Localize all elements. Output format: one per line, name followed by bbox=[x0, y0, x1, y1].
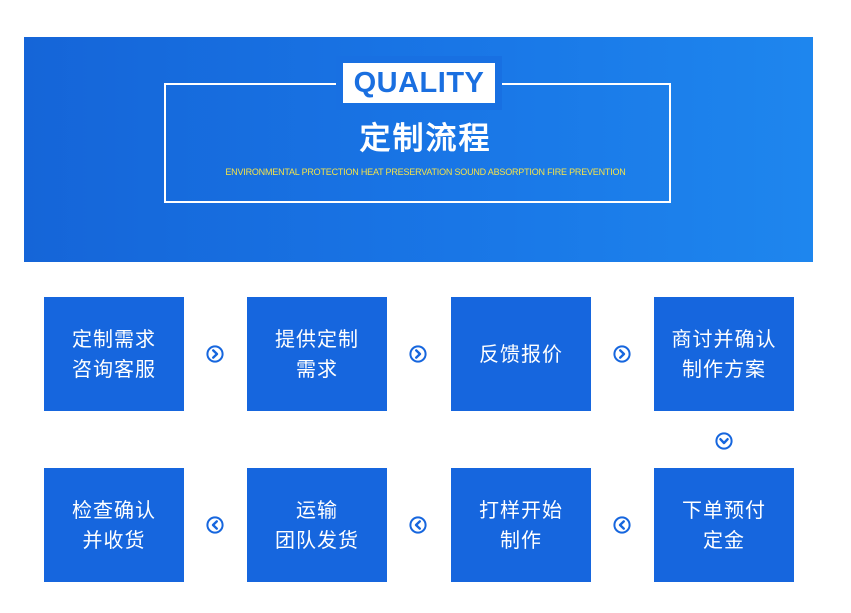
step-8-label: 检查确认 并收货 bbox=[72, 498, 156, 552]
step-3-label: 反馈报价 bbox=[479, 342, 563, 366]
step-4-box: 商讨并确认 制作方案 bbox=[654, 297, 794, 411]
page-title: 定制流程 bbox=[359, 121, 492, 157]
step-8-box: 检查确认 并收货 bbox=[44, 468, 184, 582]
step-1-box: 定制需求 咨询客服 bbox=[44, 297, 184, 411]
chevron-left-icon bbox=[613, 516, 631, 534]
step-7-label: 运输 团队发货 bbox=[275, 498, 359, 552]
step-5-label: 下单预付 定金 bbox=[682, 498, 766, 552]
step-2-label: 提供定制 需求 bbox=[275, 327, 359, 381]
chevron-right-icon bbox=[409, 345, 427, 363]
chevron-right-icon bbox=[206, 345, 224, 363]
step-6-box: 打样开始 制作 bbox=[451, 468, 591, 582]
chevron-right-icon bbox=[613, 345, 631, 363]
step-3-box: 反馈报价 bbox=[451, 297, 591, 411]
step-5-box: 下单预付 定金 bbox=[654, 468, 794, 582]
page-subtitle: ENVIRONMENTAL PROTECTION HEAT PRESERVATI… bbox=[225, 167, 626, 177]
chevron-left-icon bbox=[206, 516, 224, 534]
step-4-label: 商讨并确认 制作方案 bbox=[671, 327, 777, 381]
step-1-label: 定制需求 咨询客服 bbox=[72, 327, 156, 381]
step-2-box: 提供定制 需求 bbox=[247, 297, 387, 411]
quality-badge: QUALITY bbox=[343, 63, 495, 103]
chevron-left-icon bbox=[409, 516, 427, 534]
step-6-label: 打样开始 制作 bbox=[479, 498, 563, 552]
chevron-down-icon bbox=[715, 432, 733, 450]
step-7-box: 运输 团队发货 bbox=[247, 468, 387, 582]
